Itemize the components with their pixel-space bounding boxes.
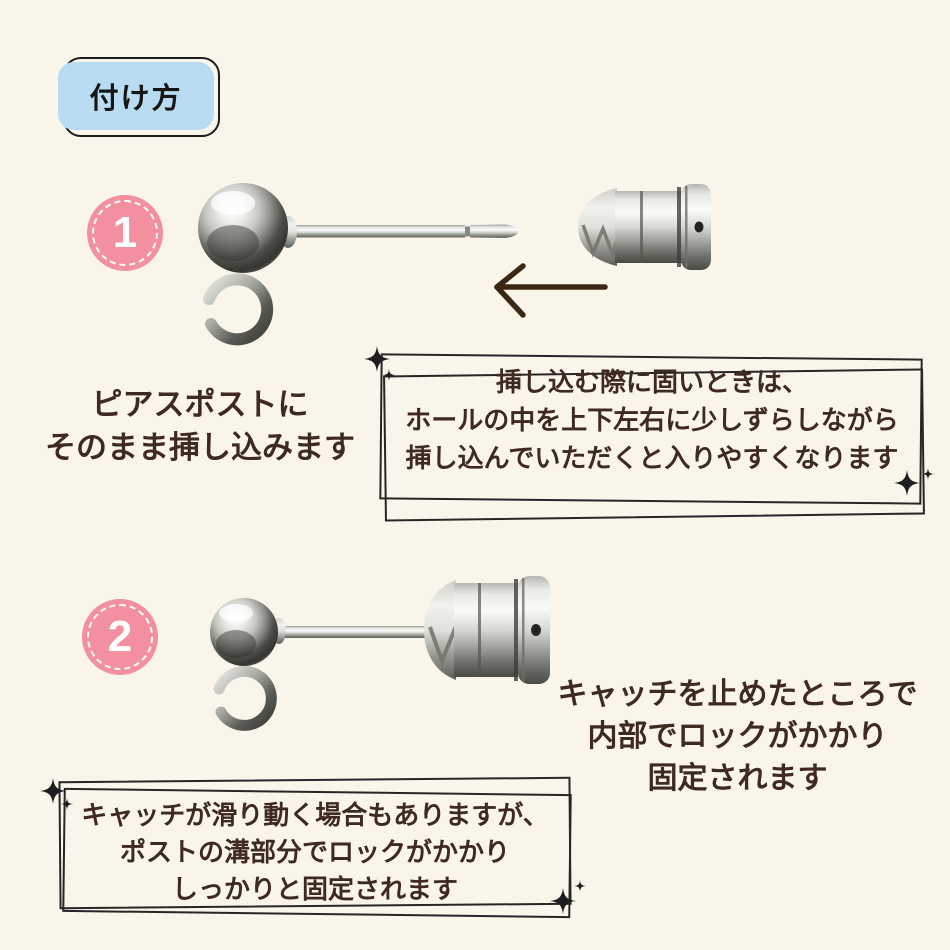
step-2-number: 2 <box>107 612 133 661</box>
step-1-note-box: 挿し込む際に固いときは、 ホールの中を上下左右に少しずらしながら 挿し込んでいた… <box>364 346 935 522</box>
step-2-caption-line: 内部でロックがかかり <box>587 720 888 753</box>
step-2-caption-line: キャッチを止めたところで <box>557 678 918 711</box>
step-2-note-box: キャッチが滑り動く場合もありますが、 ポストの溝部分でロックがかかり しっかりと… <box>40 775 587 920</box>
step-1-photo <box>198 183 711 346</box>
sparkle-icon <box>921 467 935 481</box>
step-1-caption-line: ピアスポストに <box>91 387 309 422</box>
title-badge-label: 付け方 <box>89 83 183 115</box>
sparkle-icon <box>40 778 66 804</box>
step-1-caption-line: そのまま挿し込みます <box>45 430 355 465</box>
sparkle-icon <box>550 888 576 914</box>
left-arrow-icon <box>494 263 608 318</box>
post-pin <box>281 224 518 238</box>
step-1-number: 1 <box>112 208 138 257</box>
step-2-number-badge: 2 <box>82 599 158 675</box>
earring-catch <box>424 576 550 684</box>
step-2-caption-line: 固定されます <box>647 762 828 795</box>
note-line: キャッチが滑り動く場合もありますが、 <box>81 800 549 830</box>
note-line: しっかりと固定されます <box>171 874 458 904</box>
earring-catch <box>578 184 711 270</box>
ball-post <box>210 598 278 666</box>
note-line: ポストの溝部分でロックがかかり <box>119 837 510 867</box>
jump-ring-icon <box>203 273 274 346</box>
sparkle-icon <box>382 368 396 382</box>
step-1-caption: ピアスポストに そのまま挿し込みます <box>20 383 380 469</box>
step-1-note-text: 挿し込む際に固いときは、 ホールの中を上下左右に少しずらしながら 挿し込んでいた… <box>378 363 926 477</box>
sparkle-icon <box>60 797 74 811</box>
sparkle-icon <box>364 346 390 372</box>
step-2-caption: キャッチを止めたところで 内部でロックがかかり 固定されます <box>540 674 935 800</box>
ball-post <box>198 183 288 273</box>
post-pin <box>276 626 442 638</box>
sparkle-icon <box>894 470 920 496</box>
sparkle-icon <box>573 879 587 893</box>
note-line: 挿し込んでいただくと入りやすくなります <box>405 443 899 473</box>
note-line: 挿し込む際に固いときは、 <box>495 367 808 397</box>
jump-ring-icon <box>213 665 277 731</box>
title-badge: 付け方 <box>58 62 214 130</box>
step-1-number-badge: 1 <box>87 195 163 271</box>
step-2-photo <box>210 576 550 731</box>
note-line: ホールの中を上下左右に少しずらしながら <box>405 405 899 435</box>
step-2-note-text: キャッチが滑り動く場合もありますが、 ポストの溝部分でロックがかかり しっかりと… <box>55 797 575 908</box>
